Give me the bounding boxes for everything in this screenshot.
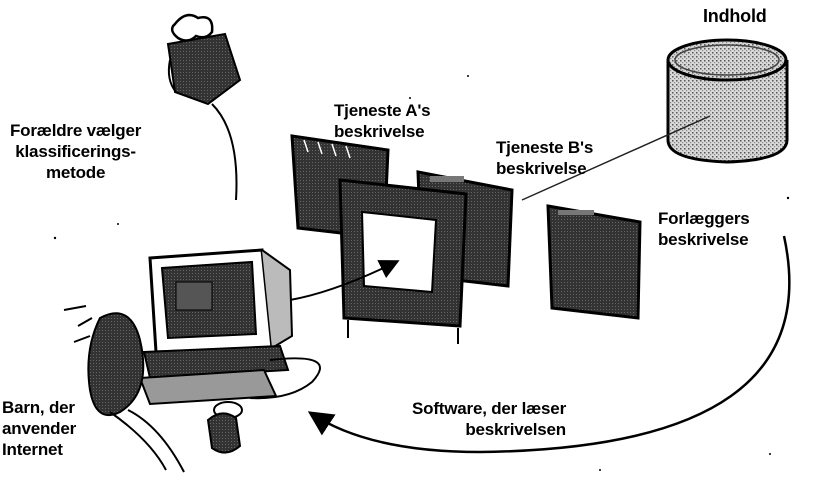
content-label: Indhold <box>703 6 767 27</box>
service-a-label: Tjeneste A's beskrivelse <box>334 100 430 142</box>
parent-figure-icon <box>168 15 240 200</box>
central-screen-icon <box>340 180 466 344</box>
database-cylinder-icon <box>668 40 787 162</box>
service-b-label: Tjeneste B's beskrivelse <box>496 137 593 179</box>
child-label: Barn, der anvender Internet <box>2 397 76 460</box>
software-label: Software, der læser beskrivelsen <box>412 398 566 440</box>
computer-icon <box>140 250 292 418</box>
parents-label: Forældre vælger klassificerings- metode <box>10 120 141 183</box>
publisher-label: Forlæggers beskrivelse <box>658 208 750 250</box>
description-document-icon <box>548 206 640 318</box>
